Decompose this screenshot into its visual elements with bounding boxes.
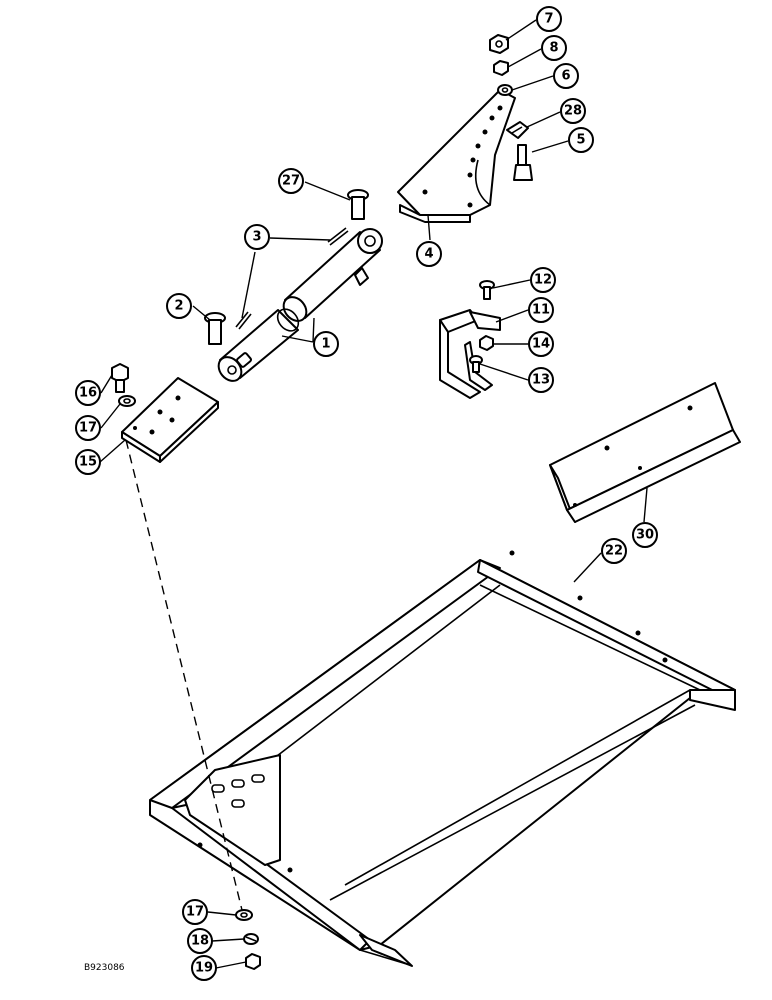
svg-text:13: 13 (532, 373, 550, 388)
svg-text:2: 2 (174, 299, 183, 314)
callout-30: 30 (632, 522, 658, 548)
svg-text:1: 1 (321, 337, 330, 352)
svg-text:17: 17 (186, 905, 204, 920)
nut-8 (493, 60, 509, 76)
callout-2: 2 (166, 293, 192, 319)
mounting-plate-4 (397, 89, 516, 223)
callout-12: 12 (530, 267, 556, 293)
svg-text:27: 27 (282, 174, 300, 189)
nut-19 (245, 953, 261, 970)
svg-text:18: 18 (191, 934, 209, 949)
base-plate-15 (121, 377, 219, 463)
callout-13: 13 (528, 367, 554, 393)
cotter-pin-3b (235, 311, 252, 330)
callout-7: 7 (536, 6, 562, 32)
callout-18: 18 (187, 928, 213, 954)
svg-text:11: 11 (532, 303, 550, 318)
callout-17-top: 17 (75, 415, 101, 441)
cotter-pin-3a (327, 227, 349, 246)
callout-6: 6 (553, 63, 579, 89)
bolt-16 (111, 363, 129, 393)
clip-28 (506, 121, 529, 139)
callout-14: 14 (528, 331, 554, 357)
callout-19: 19 (191, 955, 217, 981)
callout-27: 27 (278, 168, 304, 194)
cylinder-1 (217, 228, 383, 382)
svg-text:4: 4 (424, 247, 433, 262)
pin-2 (204, 312, 226, 345)
washer-17b (235, 909, 253, 921)
callout-22: 22 (601, 538, 627, 564)
leader-lines (99, 19, 648, 969)
angle-bracket-30 (549, 382, 741, 523)
callout-28: 28 (560, 98, 586, 124)
nut-14 (479, 335, 494, 351)
svg-text:22: 22 (605, 544, 623, 559)
nut-7 (489, 34, 509, 54)
svg-text:6: 6 (561, 69, 570, 84)
screw-12 (479, 280, 495, 300)
washer-17a (118, 395, 136, 407)
callout-3: 3 (244, 224, 270, 250)
callout-11: 11 (528, 297, 554, 323)
lock-washer-18 (243, 933, 259, 945)
pin-27 (347, 189, 369, 220)
svg-text:14: 14 (532, 337, 550, 352)
svg-text:16: 16 (79, 386, 97, 401)
svg-text:28: 28 (564, 104, 582, 119)
callout-1: 1 (313, 331, 339, 357)
svg-text:19: 19 (195, 961, 213, 976)
callout-5: 5 (568, 127, 594, 153)
screw-13 (469, 355, 483, 373)
svg-text:12: 12 (534, 273, 552, 288)
callout-4: 4 (416, 241, 442, 267)
bracket-11 (439, 309, 501, 399)
callout-16: 16 (75, 380, 101, 406)
svg-text:7: 7 (544, 12, 553, 27)
svg-text:15: 15 (79, 455, 97, 470)
svg-text:30: 30 (636, 528, 654, 543)
callout-17-bottom: 17 (182, 899, 208, 925)
callout-15: 15 (75, 449, 101, 475)
alignment-line (125, 439, 243, 911)
callout-8: 8 (541, 35, 567, 61)
svg-text:5: 5 (576, 133, 585, 148)
drawing-code: B923086 (84, 963, 125, 973)
bolt-5 (513, 144, 533, 181)
frame-22 (149, 550, 736, 967)
svg-text:17: 17 (79, 421, 97, 436)
svg-text:8: 8 (549, 41, 558, 56)
washer-6 (497, 84, 513, 96)
svg-text:3: 3 (252, 230, 261, 245)
